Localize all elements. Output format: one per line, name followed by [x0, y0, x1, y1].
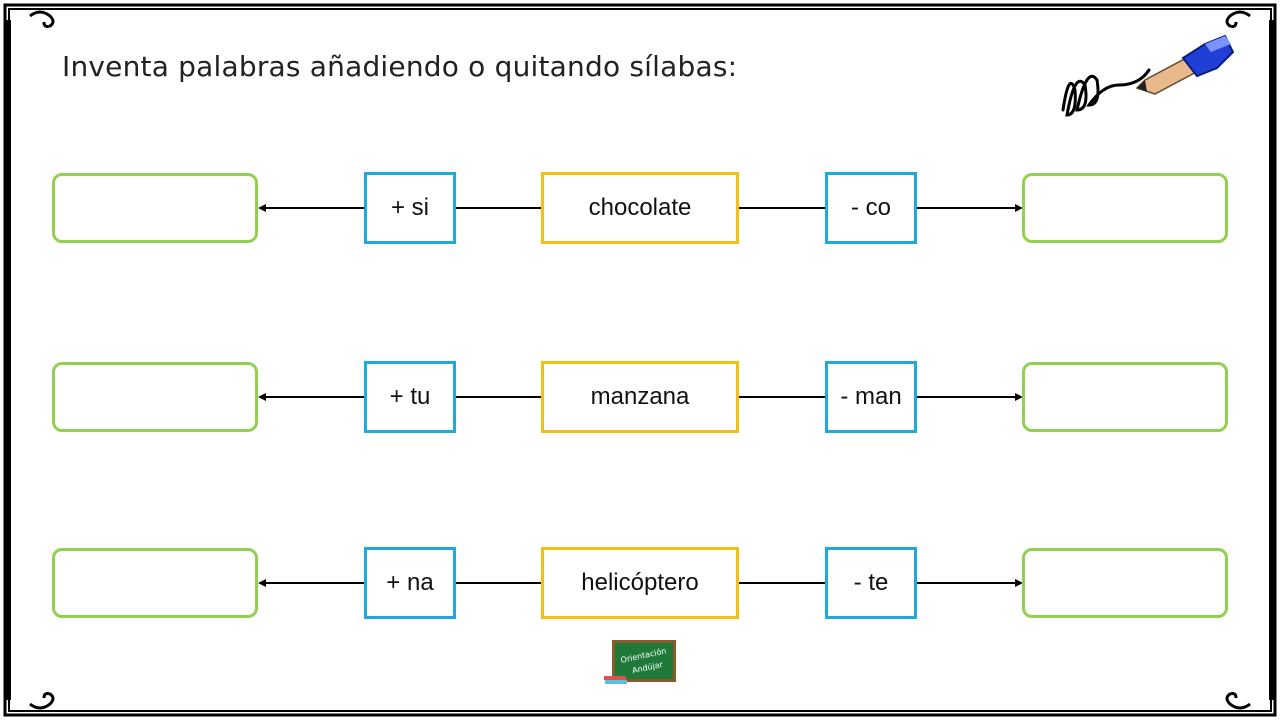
arrow-left-2	[258, 393, 266, 401]
add-syllable-box-1: + si	[364, 172, 456, 244]
word-box-2: manzana	[541, 361, 739, 433]
arrow-left-3	[258, 579, 266, 587]
remove-syllable-box-2: - man	[825, 361, 917, 433]
connector-mid-right-3	[739, 582, 826, 584]
answer-input-left-1[interactable]	[63, 187, 247, 229]
connector-left-2	[264, 396, 366, 398]
add-syllable-box-3: + na	[364, 547, 456, 619]
connector-right-3	[917, 582, 1017, 584]
connector-mid-right-2	[739, 396, 826, 398]
answer-input-left-3[interactable]	[63, 562, 247, 604]
word-box-3: helicóptero	[541, 547, 739, 619]
remove-syllable-box-3: - te	[825, 547, 917, 619]
connector-mid-left-1	[456, 207, 542, 209]
arrow-right-1	[1015, 204, 1023, 212]
connector-mid-left-3	[456, 582, 542, 584]
answer-box-left-2[interactable]	[52, 362, 258, 432]
connector-right-1	[917, 207, 1017, 209]
answer-box-right-1[interactable]	[1022, 173, 1228, 243]
connector-mid-right-1	[739, 207, 826, 209]
answer-box-left-1[interactable]	[52, 173, 258, 243]
answer-box-right-2[interactable]	[1022, 362, 1228, 432]
chalkboard-logo: Orientación Andújar	[604, 640, 676, 684]
answer-input-right-2[interactable]	[1033, 376, 1217, 418]
page-title: Inventa palabras añadiendo o quitando sí…	[62, 50, 738, 83]
add-syllable-box-2: + tu	[364, 361, 456, 433]
answer-input-left-2[interactable]	[63, 376, 247, 418]
arrow-right-3	[1015, 579, 1023, 587]
answer-input-right-3[interactable]	[1033, 562, 1217, 604]
arrow-right-2	[1015, 393, 1023, 401]
arrow-left-1	[258, 204, 266, 212]
answer-box-right-3[interactable]	[1022, 548, 1228, 618]
connector-left-1	[264, 207, 366, 209]
answer-input-right-1[interactable]	[1033, 187, 1217, 229]
connector-mid-left-2	[456, 396, 542, 398]
answer-box-left-3[interactable]	[52, 548, 258, 618]
connector-left-3	[264, 582, 366, 584]
connector-right-2	[917, 396, 1017, 398]
word-box-1: chocolate	[541, 172, 739, 244]
remove-syllable-box-1: - co	[825, 172, 917, 244]
pencil-scribble-icon	[1061, 34, 1235, 117]
